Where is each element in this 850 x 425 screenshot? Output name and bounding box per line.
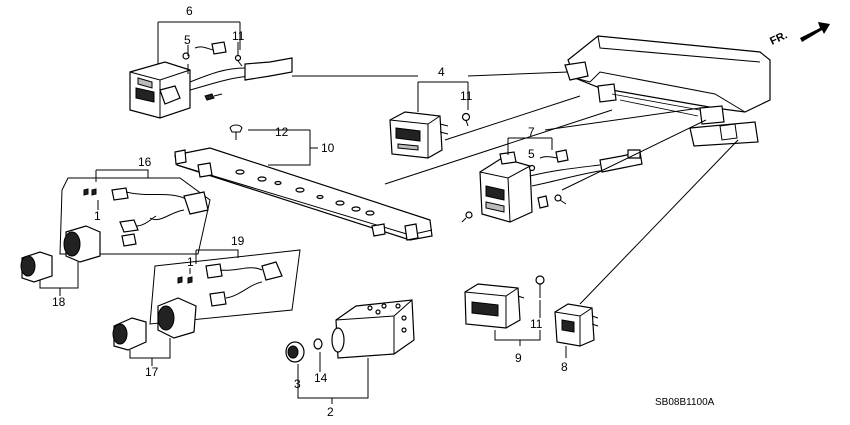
diagram-code: SB08B1100A <box>655 397 715 408</box>
callout-1-lower: 1 <box>187 255 194 269</box>
callout-10: 10 <box>321 141 335 155</box>
part-2-switch <box>285 299 415 363</box>
part-4-switch <box>389 111 471 159</box>
callout-2: 2 <box>327 405 334 419</box>
callout-11-top: 11 <box>232 29 245 43</box>
callout-16: 16 <box>138 155 152 169</box>
callout-5-right: 5 <box>528 147 535 161</box>
front-arrow-icon <box>800 22 830 42</box>
callout-7: 7 <box>528 125 535 139</box>
callout-17: 17 <box>145 365 159 379</box>
callout-11-bottom: 11 <box>530 317 543 331</box>
part-6-switch-assembly <box>129 41 293 119</box>
callout-labels: 6 5 11 4 11 12 10 7 5 16 1 19 1 18 11 9 … <box>52 4 568 419</box>
part-8-switch <box>554 303 599 347</box>
callout-9: 9 <box>515 351 522 365</box>
leader-lines <box>39 21 739 404</box>
dashboard-panel <box>564 35 771 147</box>
part-7-switch-assembly <box>461 149 643 223</box>
callout-18: 18 <box>52 295 66 309</box>
callout-1-upper: 1 <box>94 209 101 223</box>
callout-4: 4 <box>438 65 445 79</box>
callout-8: 8 <box>561 360 568 374</box>
front-direction-label: FR. <box>768 29 789 47</box>
callout-11-mid: 11 <box>460 89 473 103</box>
callout-6: 6 <box>186 4 193 18</box>
callout-5-top: 5 <box>184 33 191 47</box>
front-direction-indicator: FR. <box>768 22 830 48</box>
part-16-18-socket-assembly <box>20 177 211 283</box>
callout-19: 19 <box>231 234 245 248</box>
part-11-screw <box>535 275 545 298</box>
part-19-17-socket-assembly <box>112 249 301 351</box>
callout-3: 3 <box>294 377 301 391</box>
part-9-switch <box>464 283 525 329</box>
callout-12: 12 <box>275 125 289 139</box>
part-10-bracket <box>174 124 433 241</box>
callout-14: 14 <box>314 371 328 385</box>
